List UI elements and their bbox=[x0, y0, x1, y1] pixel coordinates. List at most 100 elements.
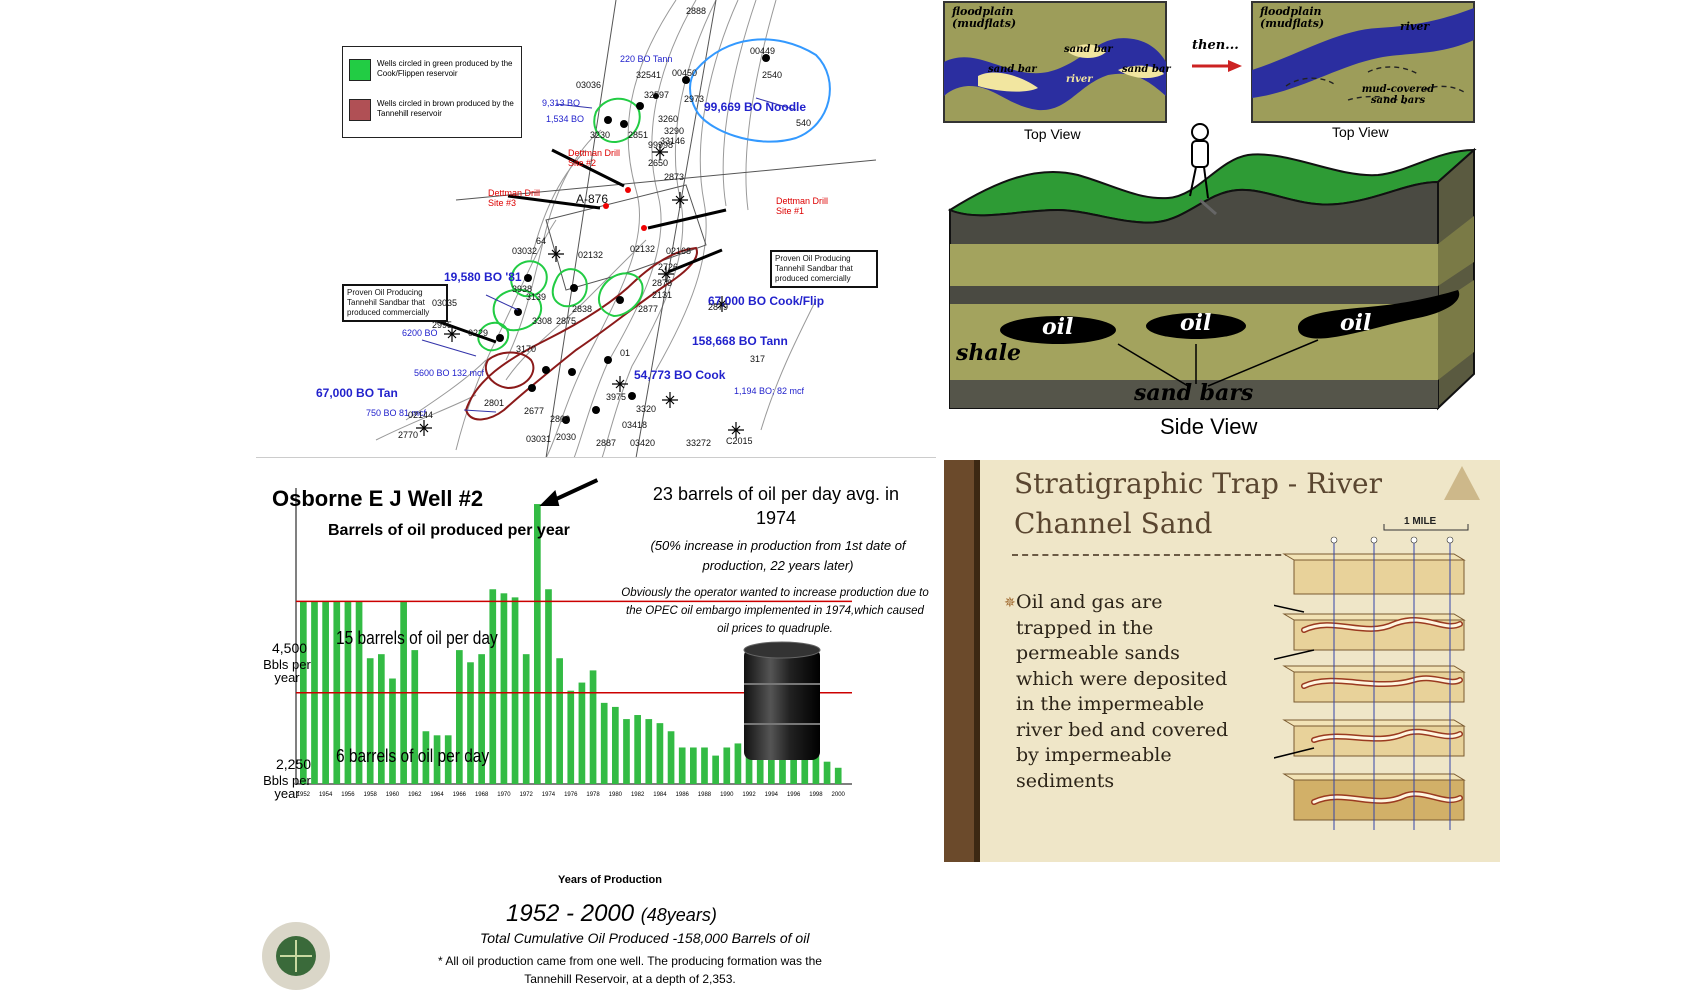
mile-scale-label: 1 MILE bbox=[1404, 516, 1437, 527]
x-tick-label: 1980 bbox=[609, 792, 623, 798]
well-number-label: C2015 bbox=[726, 436, 753, 446]
x-tick-label: 1976 bbox=[564, 792, 578, 798]
well-number-label: 02132 bbox=[630, 244, 656, 254]
production-bar bbox=[690, 747, 697, 784]
ref-15-label: 15 barrels of oil per day bbox=[336, 628, 498, 648]
well-number-label: 2770 bbox=[398, 430, 419, 440]
production-bar bbox=[478, 654, 485, 784]
production-bar bbox=[556, 658, 563, 784]
label-tann: 158,668 BO Tann bbox=[692, 334, 788, 348]
well-number-label: 02144 bbox=[408, 410, 434, 420]
river-right-label: river bbox=[1400, 20, 1430, 33]
label-drill-site-2: Dettman Drill Site #2 bbox=[568, 148, 621, 168]
well-number-label: 2878 bbox=[652, 278, 673, 288]
x-tick-label: 1962 bbox=[408, 792, 422, 798]
well-number-label: 03032 bbox=[512, 246, 538, 256]
then-label: then... bbox=[1192, 38, 1239, 53]
production-bar bbox=[768, 759, 775, 784]
x-tick-label: 1956 bbox=[341, 792, 355, 798]
x-tick-label: 1974 bbox=[542, 792, 556, 798]
mud-covered-label: mud-covered sand bars bbox=[1361, 84, 1435, 106]
years-range: 1952 - 2000 bbox=[506, 900, 635, 927]
sand-bar-right: sand bar bbox=[1122, 64, 1171, 75]
well-map-drawing bbox=[375, 0, 877, 457]
oil-label-3: oil bbox=[1340, 310, 1372, 336]
well-number-label: 2873 bbox=[664, 172, 685, 182]
map-legend: Wells circled in green produced by the C… bbox=[342, 46, 522, 138]
oil-barrel-icon bbox=[743, 641, 821, 760]
well-number-label: 01 bbox=[620, 348, 631, 358]
label-noodle: 99,669 BO Noodle bbox=[704, 100, 807, 114]
well-number-label: 2875 bbox=[556, 316, 577, 326]
sandbar-block-diagram: floodplain (mudflats) sand bar sand bar … bbox=[938, 0, 1500, 450]
label-750: 750 BO 81 mcf bbox=[366, 408, 427, 418]
years-count: (48years) bbox=[640, 905, 717, 925]
annotation-note: Obviously the operator wanted to increas… bbox=[621, 587, 929, 635]
side-view-label: Side View bbox=[1160, 414, 1258, 439]
callout-left: Proven Oil Producing Tannehil Sandbar th… bbox=[342, 284, 448, 322]
annotation-sub: (50% increase in production from 1st dat… bbox=[650, 538, 906, 573]
label-1194: 1,194 BO; 82 mcf bbox=[734, 386, 805, 396]
x-tick-label: 1992 bbox=[742, 792, 756, 798]
x-tick-label: 1986 bbox=[676, 792, 690, 798]
well-number-label: 2973 bbox=[684, 94, 705, 104]
production-bar bbox=[678, 747, 686, 784]
production-bar bbox=[389, 678, 396, 784]
stratigraphic-trap-slide: Stratigraphic Trap - River Channel Sand … bbox=[944, 460, 1500, 862]
production-bar bbox=[600, 702, 608, 784]
well-number-label: 32541 bbox=[636, 70, 662, 80]
production-bar bbox=[545, 589, 552, 784]
well-number-label: 64 bbox=[536, 236, 547, 246]
well-number-label: 02168 bbox=[666, 246, 692, 256]
production-bar bbox=[456, 650, 463, 784]
x-tick-label: 1996 bbox=[787, 792, 801, 798]
well-number-label: 03035 bbox=[432, 298, 458, 308]
well-number-label: 3320 bbox=[636, 404, 657, 414]
bullet-star-icon: ✵ bbox=[1004, 594, 1016, 610]
company-logo bbox=[262, 922, 330, 990]
production-bar bbox=[823, 761, 831, 784]
well-number-label: 2030 bbox=[556, 432, 577, 442]
legend-green-swatch bbox=[349, 59, 371, 81]
well-number-label: 2801 bbox=[484, 398, 505, 408]
well-number-label: 3290 bbox=[664, 126, 685, 136]
well-number-label: 3975 bbox=[606, 392, 627, 402]
production-bar bbox=[623, 719, 630, 784]
x-axis-label: Years of Production bbox=[558, 874, 662, 886]
well-number-label: 2726 bbox=[658, 262, 679, 272]
production-bar bbox=[511, 597, 519, 784]
x-tick-label: 1970 bbox=[497, 792, 511, 798]
slide-title: Stratigraphic Trap - River Channel Sand bbox=[1014, 467, 1382, 540]
production-bar bbox=[589, 670, 597, 784]
x-tick-label: 1964 bbox=[430, 792, 444, 798]
footnote: * All oil production came from one well.… bbox=[438, 954, 822, 986]
production-bar bbox=[812, 755, 820, 784]
production-bar bbox=[433, 735, 441, 784]
well-map-panel: Wells circled in green produced by the C… bbox=[256, 0, 936, 458]
production-bar bbox=[411, 650, 419, 784]
floodplain-right: floodplain (mudflats) bbox=[1260, 5, 1325, 30]
x-tick-label: 1954 bbox=[319, 792, 333, 798]
ref-6-label: 6 barrels of oil per day bbox=[336, 746, 490, 766]
production-bar bbox=[645, 719, 653, 784]
production-bar bbox=[500, 593, 508, 784]
label-9313: 9,313 BO bbox=[542, 98, 581, 108]
label-drill-site-1: Dettman Drill Site #1 bbox=[776, 196, 829, 216]
well-number-label: 3938 bbox=[512, 284, 533, 294]
label-bo-81: 19,580 BO '81 bbox=[444, 270, 522, 284]
well-number-label: 03418 bbox=[622, 420, 648, 430]
production-bar bbox=[723, 747, 731, 784]
x-tick-label: 1960 bbox=[386, 792, 400, 798]
production-bar bbox=[656, 723, 664, 784]
production-bar bbox=[522, 654, 530, 784]
label-drill-site-3: Dettman Drill Site #3 bbox=[488, 188, 541, 208]
label-5600: 5600 BO 132 mcf bbox=[414, 368, 485, 378]
well-title: Osborne E J Well #2 bbox=[272, 486, 484, 511]
top-view-right: Top View bbox=[1332, 124, 1389, 140]
years-caption: 1952 - 2000 (48years) bbox=[506, 900, 717, 928]
x-tick-label: 1982 bbox=[631, 792, 645, 798]
well-number-label: 2877 bbox=[638, 304, 659, 314]
well-number-label: 3308 bbox=[532, 316, 553, 326]
well-number-label: 2888 bbox=[686, 6, 707, 16]
